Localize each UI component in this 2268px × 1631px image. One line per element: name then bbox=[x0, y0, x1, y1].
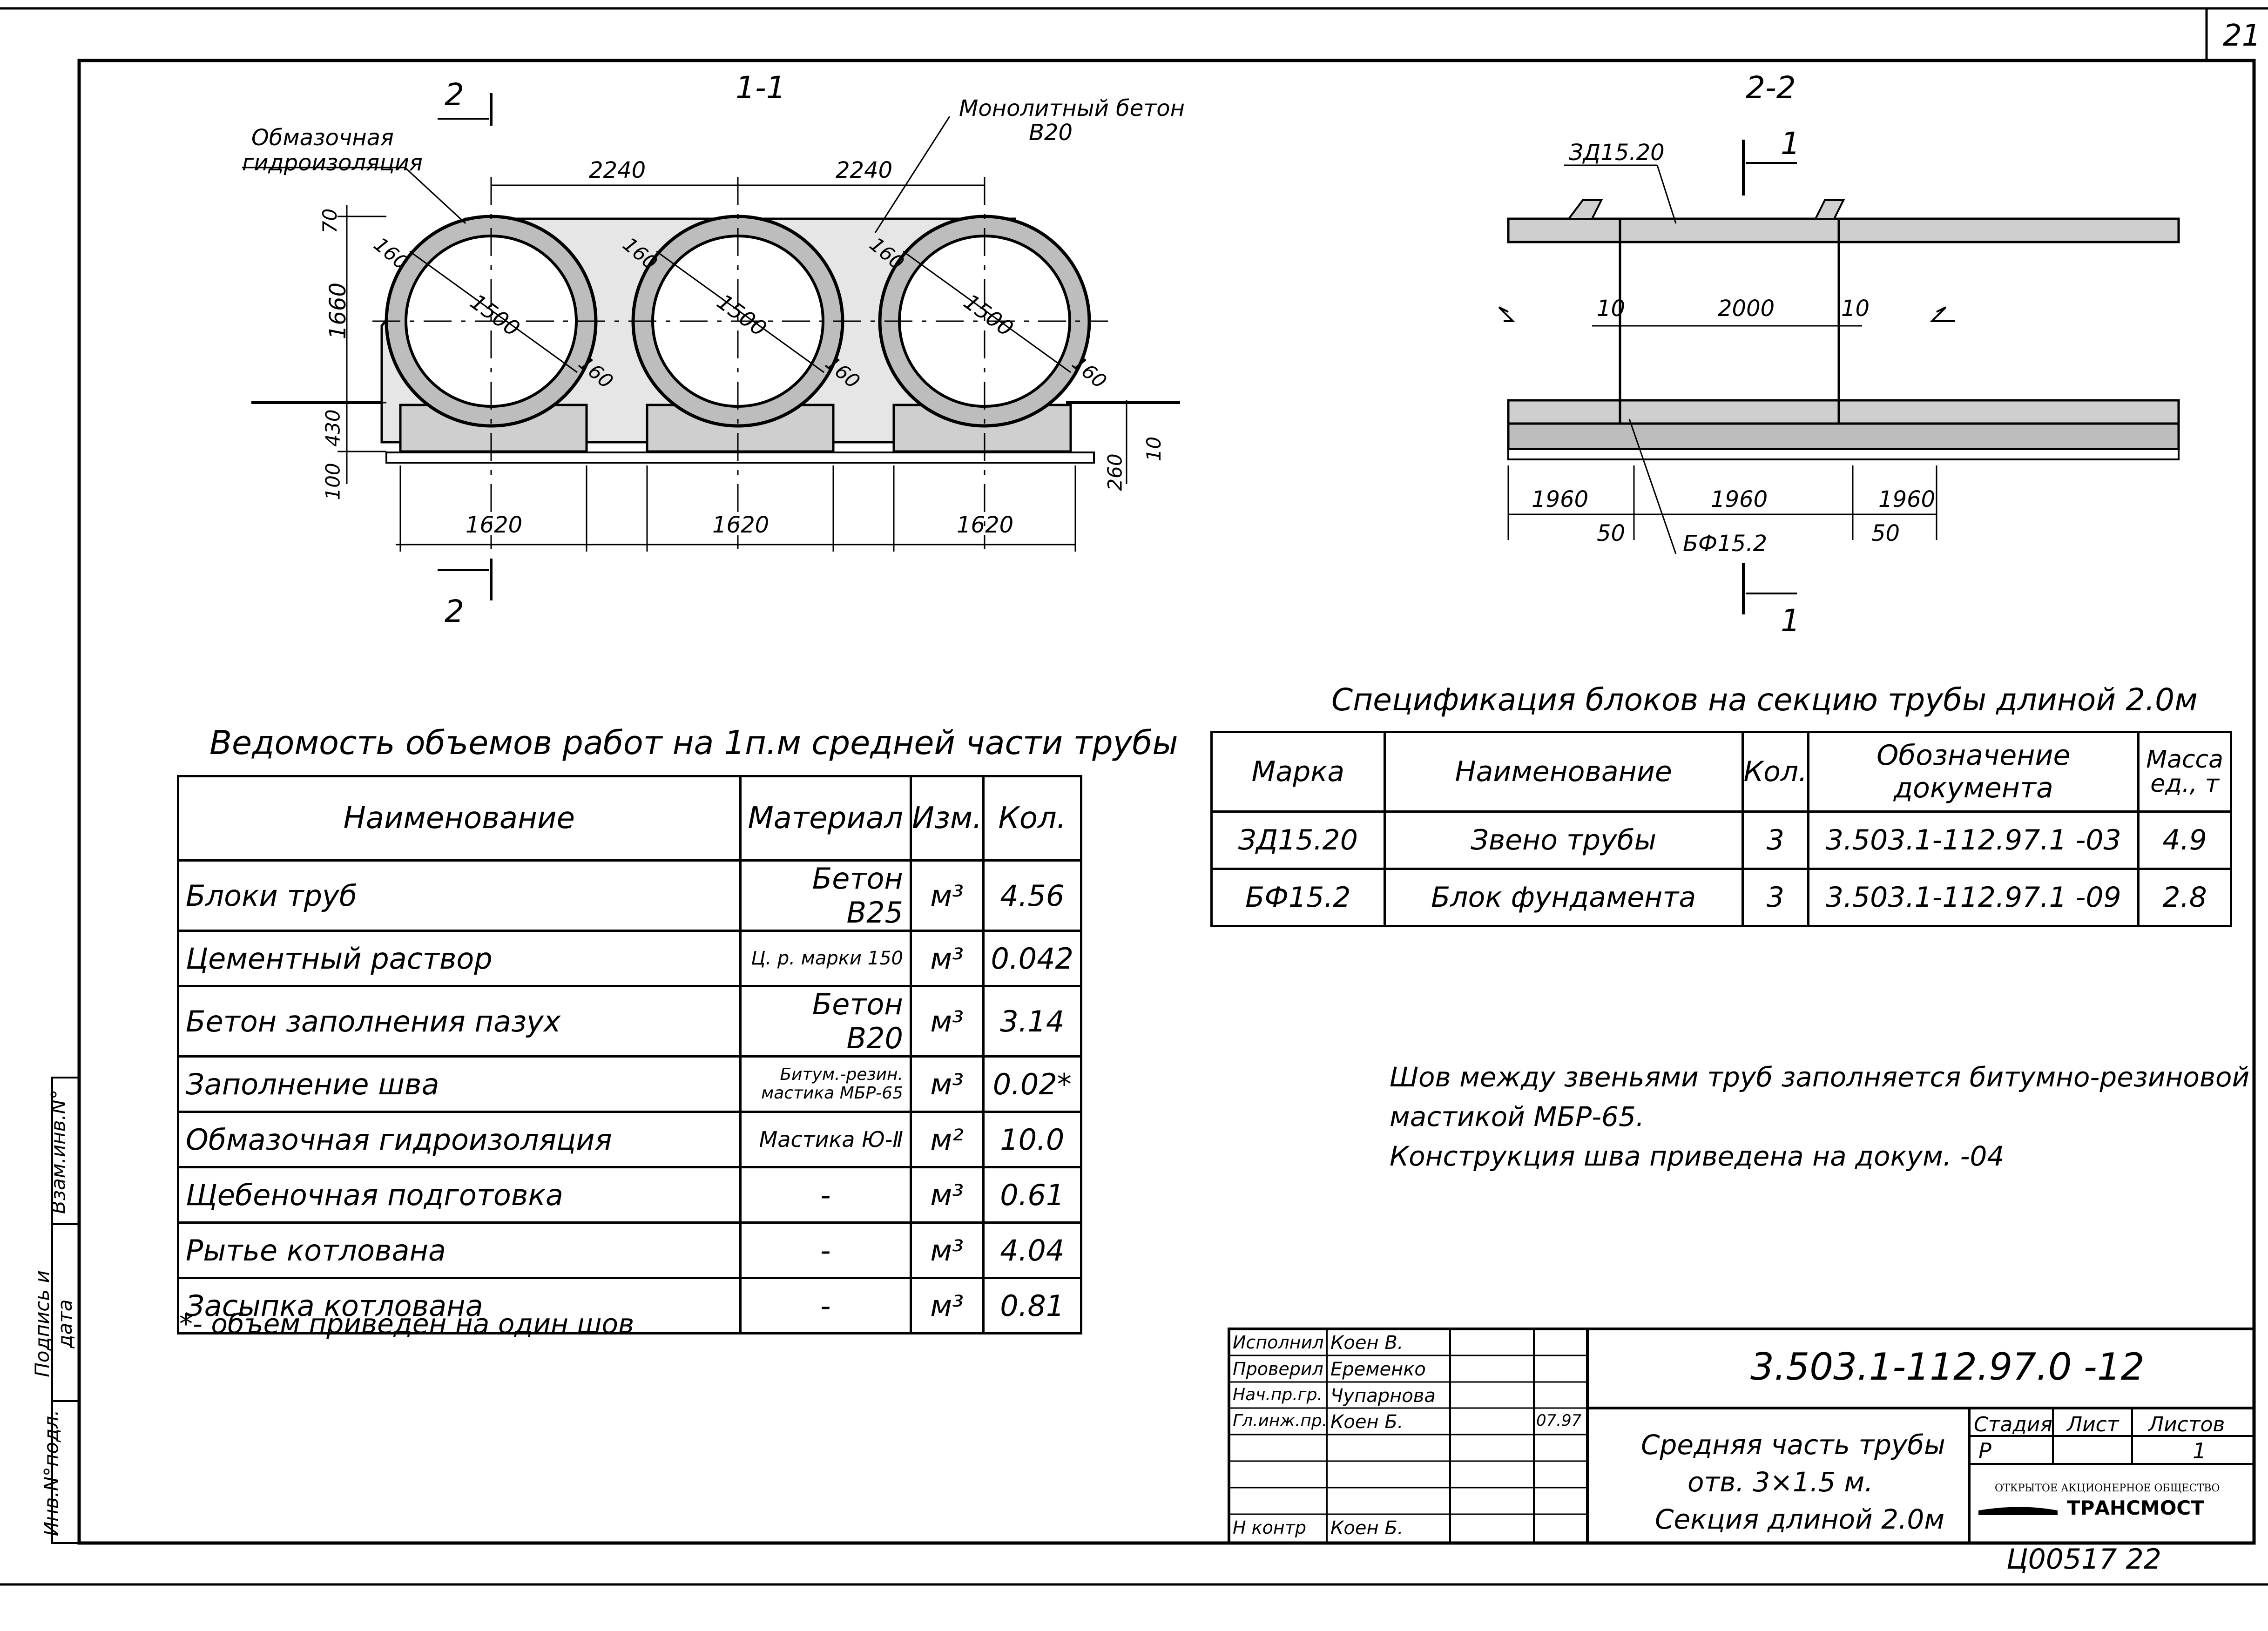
volume-table: Наименование Материал Изм. Кол. Блоки тр… bbox=[177, 775, 1082, 1334]
col-qty-header: Кол. bbox=[982, 775, 1082, 862]
dim-1960-a: 1960 bbox=[1532, 486, 1589, 512]
dim-10-right: 10 bbox=[1142, 436, 1166, 462]
stamp-name-3: Чупарнова bbox=[1330, 1385, 1436, 1407]
label-concrete-line1: Монолитный бетон bbox=[959, 95, 1185, 121]
sheet-header: Лист bbox=[2067, 1413, 2119, 1436]
volume-table-title: Ведомость объемов работ на 1п.м средней … bbox=[209, 724, 1178, 762]
col-mass-header: Масса ед., т bbox=[2137, 731, 2232, 813]
dim-70: 70 bbox=[318, 208, 342, 234]
dim-50-left: 50 bbox=[1597, 520, 1626, 546]
col-doc-header: Обозначение документа bbox=[1807, 731, 2140, 813]
dim-2240-right: 2240 bbox=[836, 157, 893, 183]
note-line-2: мастикой МБР-65. bbox=[1390, 1101, 1645, 1132]
dim-1960-c: 1960 bbox=[1878, 486, 1936, 512]
stamp-role-3: Нач.пр.гр. bbox=[1233, 1385, 1323, 1404]
note-line-1: Шов между звеньями труб заполняется биту… bbox=[1390, 1061, 2250, 1093]
cut-1-bottom-label: 1 bbox=[1781, 603, 1800, 639]
col-material-header: Материал bbox=[739, 775, 912, 862]
cut-2-top-label: 2 bbox=[445, 77, 464, 113]
document-number: 3.503.1-112.97.0 -12 bbox=[1750, 1345, 2145, 1388]
section-2-2-drawing bbox=[1498, 140, 2180, 614]
drawing-title-line-2: отв. 3×1.5 м. bbox=[1688, 1466, 1873, 1498]
side-label-signature: Подпись и дата bbox=[31, 1270, 76, 1377]
sheets-header: Листов bbox=[2148, 1413, 2225, 1436]
spec-table: Марка Наименование Кол. Обозначение доку… bbox=[1210, 731, 2232, 927]
col-title-header: Наименование bbox=[1383, 731, 1744, 813]
dim-1620-c: 1620 bbox=[957, 512, 1014, 538]
drawing-title-line-1: Средняя часть трубы bbox=[1641, 1429, 1945, 1461]
label-coating-line1: Обмазочная bbox=[251, 125, 394, 151]
title-block-frame bbox=[1228, 1328, 2255, 1544]
dim-1960-b: 1960 bbox=[1711, 486, 1768, 512]
volume-table-footnote: *- объем приведен на один шов bbox=[179, 1308, 634, 1340]
cut-1-top-label: 1 bbox=[1781, 126, 1800, 162]
spec-table-title: Спецификация блоков на секцию трубы длин… bbox=[1331, 682, 2198, 718]
dim-430: 430 bbox=[321, 409, 344, 447]
dim-2240-left: 2240 bbox=[589, 157, 646, 183]
drawing-title-line-3: Секция длиной 2.0м bbox=[1655, 1503, 1945, 1535]
section-1-1-title: 1-1 bbox=[736, 70, 786, 106]
label-block-mark: БФ15.2 bbox=[1683, 531, 1768, 557]
dim-2000: 2000 bbox=[1718, 296, 1775, 322]
page-number: 21 bbox=[2223, 19, 2261, 53]
dim-1620-b: 1620 bbox=[712, 512, 770, 538]
volume-table-header: Наименование Материал Изм. Кол. bbox=[177, 775, 1082, 862]
stamp-name-2: Еременко bbox=[1330, 1359, 1426, 1380]
stamp-role-2: Проверил bbox=[1233, 1359, 1323, 1379]
col-unit-header: Изм. bbox=[909, 775, 985, 862]
stamp-name-7: Коен Б. bbox=[1330, 1517, 1404, 1539]
stamp-role-1: Исполнил bbox=[1233, 1332, 1324, 1353]
stage-header: Стадия bbox=[1974, 1413, 2052, 1436]
dim-260: 260 bbox=[1103, 453, 1127, 491]
section-2-2-title: 2-2 bbox=[1746, 70, 1796, 106]
label-coating-line2: гидроизоляция bbox=[242, 150, 423, 176]
stamp-role-7: Н контр bbox=[1233, 1517, 1306, 1538]
stamp-name-4: Коен Б. bbox=[1330, 1411, 1404, 1433]
side-label-replacement: Взам.инв.N° bbox=[47, 1089, 70, 1214]
company-name: ТРАНСМОСТ bbox=[2067, 1496, 2204, 1519]
spec-table-header: Марка Наименование Кол. Обозначение доку… bbox=[1210, 731, 2232, 813]
sheets-value: 1 bbox=[2193, 1438, 2207, 1463]
side-label-inventory: Инв.N°подл. bbox=[40, 1409, 63, 1537]
col-count-header: Кол. bbox=[1741, 731, 1810, 813]
dim-10-left: 10 bbox=[1597, 296, 1626, 322]
cut-2-bottom-label: 2 bbox=[445, 593, 464, 629]
note-line-3: Конструкция шва приведена на докум. -04 bbox=[1390, 1140, 2005, 1172]
dim-50-right: 50 bbox=[1871, 520, 1900, 546]
col-name-header: Наименование bbox=[177, 775, 742, 862]
label-pipe-mark: ЗД15.20 bbox=[1569, 140, 1665, 166]
dim-100: 100 bbox=[321, 463, 344, 500]
archive-number: Ц00517 22 bbox=[2006, 1543, 2161, 1576]
stage-value: Р bbox=[1978, 1438, 1991, 1463]
stamp-role-4: Гл.инж.пр. bbox=[1233, 1411, 1328, 1430]
dim-1620-a: 1620 bbox=[466, 512, 523, 538]
stamp-name-1: Коен В. bbox=[1330, 1332, 1404, 1354]
section-1-1-drawing bbox=[242, 93, 1180, 600]
label-concrete-line2: В20 bbox=[1029, 120, 1073, 146]
col-mark-header: Марка bbox=[1210, 731, 1386, 813]
dim-10-right2: 10 bbox=[1841, 296, 1870, 322]
company-subtitle: ОТКРЫТОЕ АКЦИОНЕРНОЕ ОБЩЕСТВО bbox=[1995, 1483, 2220, 1494]
stamp-date: 07.97 bbox=[1536, 1411, 1582, 1430]
dim-1660: 1660 bbox=[325, 282, 351, 340]
